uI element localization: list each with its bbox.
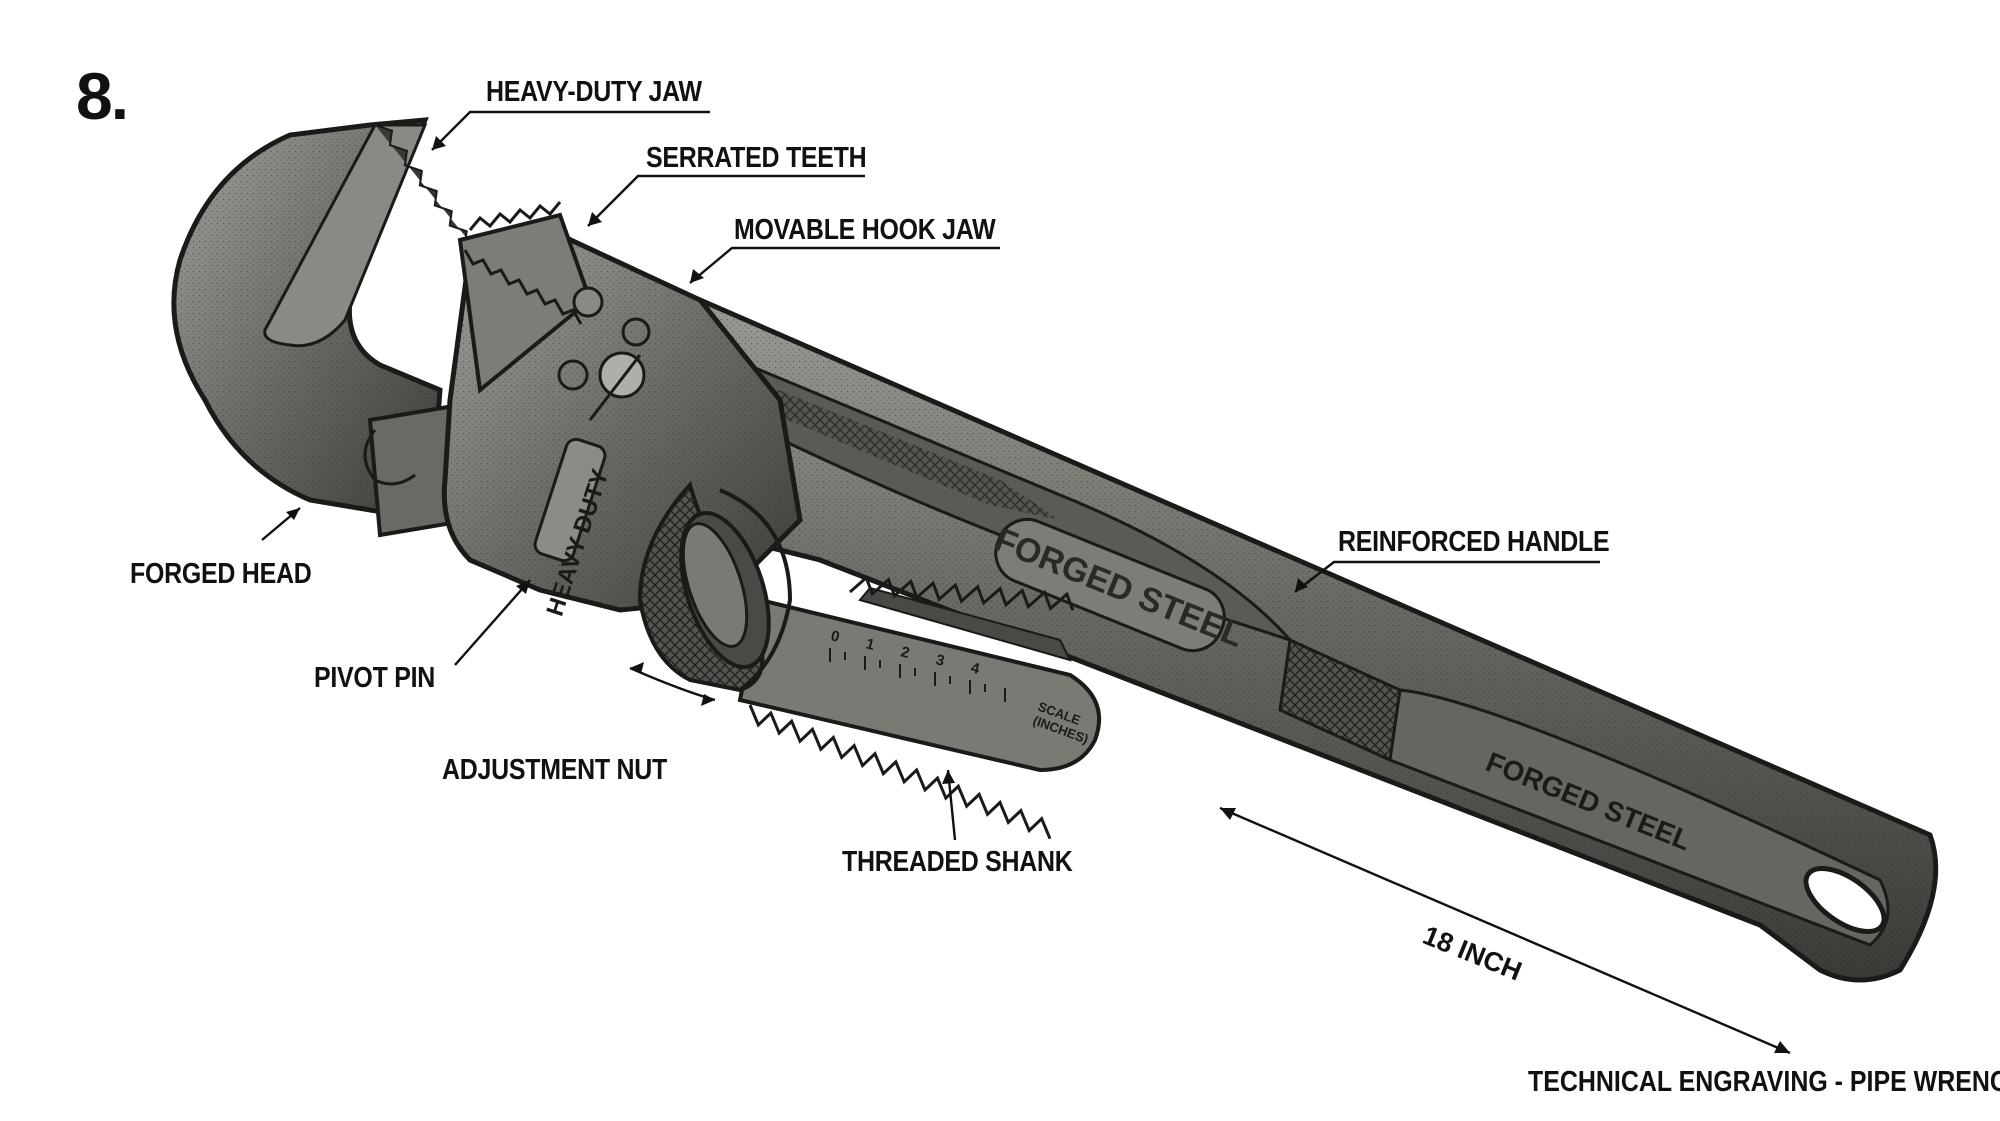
label-movable-hook-jaw: MOVABLE HOOK JAW xyxy=(734,214,996,246)
label-heavy-duty-jaw: HEAVY-DUTY JAW xyxy=(486,76,702,108)
arrowheads xyxy=(286,136,1790,1053)
label-reinforced-handle: REINFORCED HANDLE xyxy=(1338,526,1610,558)
footer-caption: TECHNICAL ENGRAVING - PIPE WRENCH xyxy=(1528,1066,2000,1098)
figure-number: 8. xyxy=(76,59,129,133)
scale-tick-label: 1 xyxy=(864,635,876,654)
label-forged-head: FORGED HEAD xyxy=(130,558,312,590)
reinforced-handle-body xyxy=(596,297,1939,983)
scale-tick-label: 3 xyxy=(934,651,946,670)
label-pivot-pin: PIVOT PIN xyxy=(314,662,436,694)
threaded-shank-body xyxy=(737,575,1102,840)
scale-tick-label: 0 xyxy=(829,627,841,646)
label-adjustment-nut: ADJUSTMENT NUT xyxy=(442,754,668,786)
scale-tick-label: 2 xyxy=(899,643,911,662)
label-threaded-shank: THREADED SHANK xyxy=(842,846,1073,878)
label-serrated-teeth: SERRATED TEETH xyxy=(646,142,867,174)
adjustment-nut-body xyxy=(637,480,793,693)
